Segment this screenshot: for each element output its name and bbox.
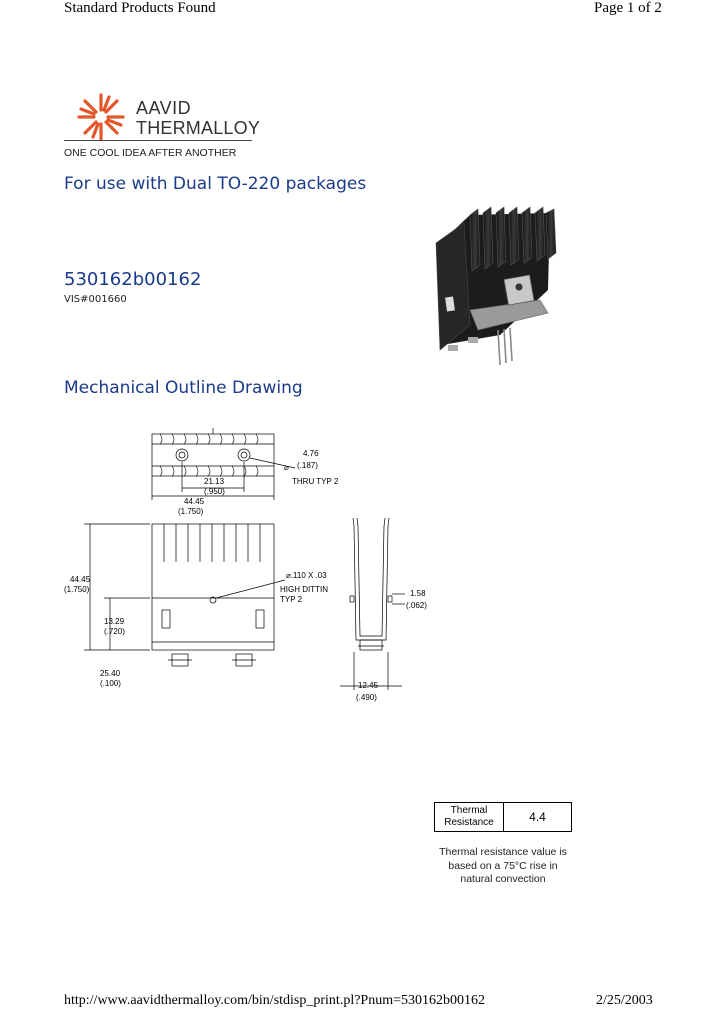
- thermal-note-line2: based on a 75°C rise in: [448, 859, 558, 872]
- thermal-note-line1: Thermal resistance value is: [439, 846, 567, 858]
- dim-thickness: 1.58: [410, 589, 426, 598]
- dim-thickness-in: (.062): [406, 601, 427, 610]
- dim-depth: 12.45: [358, 681, 379, 690]
- front-view-outline: [151, 523, 275, 651]
- part-number: 530162b00162: [64, 269, 202, 290]
- logo-line2: THERMALLOY: [136, 118, 261, 138]
- dim-hole-spacing-in: (.950): [204, 487, 225, 496]
- top-view-outline: [151, 433, 275, 477]
- thermal-label-line1: Thermal: [450, 805, 488, 816]
- mounting-hole-right: [237, 448, 251, 462]
- thermal-label-cell: Thermal Resistance: [434, 802, 504, 832]
- footer-url[interactable]: http://www.aavidthermalloy.com/bin/stdis…: [64, 993, 485, 1008]
- logo-line1: AAVID: [136, 98, 192, 118]
- thermal-resistance-table: Thermal Resistance 4.4: [434, 802, 572, 832]
- dim-depth-in: (.490): [356, 693, 377, 702]
- dim-base-in: (.100): [100, 679, 121, 688]
- footer-date: 2/25/2003: [596, 993, 653, 1008]
- dim-base: 25.40: [100, 669, 121, 678]
- thermal-value: 4.4: [503, 802, 572, 832]
- dim-pin-height-in: (.720): [104, 627, 125, 636]
- starburst-icon: [77, 93, 125, 141]
- page-number: Page 1 of 2: [594, 0, 662, 16]
- dim-hole-dia-in: (.187): [297, 461, 318, 470]
- mounting-hole-left: [175, 448, 189, 462]
- company-logo: AAVID THERMALLOY ONE COOL IDEA AFTER ANO…: [64, 90, 264, 165]
- dim-width-in: (1.750): [178, 507, 204, 516]
- dim-hole-dia: 4.76: [303, 449, 319, 458]
- drawing-heading: Mechanical Outline Drawing: [64, 378, 303, 398]
- mechanical-drawing: 4.76 (.187) ⌀ THRU TYP 2 21.13 (.950) 44…: [64, 428, 427, 702]
- dim-pin-height: 13.29: [104, 617, 125, 626]
- vis-number: VIS#001660: [64, 294, 127, 305]
- dim-dimple: ⌀.110 X .03: [286, 571, 327, 580]
- page-header-title: Standard Products Found: [64, 0, 216, 16]
- dim-hole-note: THRU TYP 2: [292, 477, 339, 486]
- product-photo: [435, 206, 557, 366]
- logo-rule: [64, 140, 252, 141]
- thermal-note: Thermal resistance value is based on a 7…: [422, 846, 584, 887]
- product-subtitle: For use with Dual TO-220 packages: [64, 174, 367, 194]
- dim-height: 44.45: [70, 575, 91, 584]
- dim-dimple-note2: TYP 2: [280, 595, 303, 604]
- logo-tagline: ONE COOL IDEA AFTER ANOTHER: [64, 147, 237, 159]
- dim-dimple-note1: HIGH DITTIN: [280, 585, 328, 594]
- dimple-marker: [209, 596, 217, 604]
- dim-width: 44.45: [184, 497, 205, 506]
- dim-hole-spacing: 21.13: [204, 477, 225, 486]
- thermal-note-line3: natural convection: [460, 873, 546, 885]
- thermal-label-line2: Resistance: [444, 817, 494, 828]
- diameter-symbol-icon: ⌀: [284, 463, 289, 472]
- dim-height-in: (1.750): [64, 585, 90, 594]
